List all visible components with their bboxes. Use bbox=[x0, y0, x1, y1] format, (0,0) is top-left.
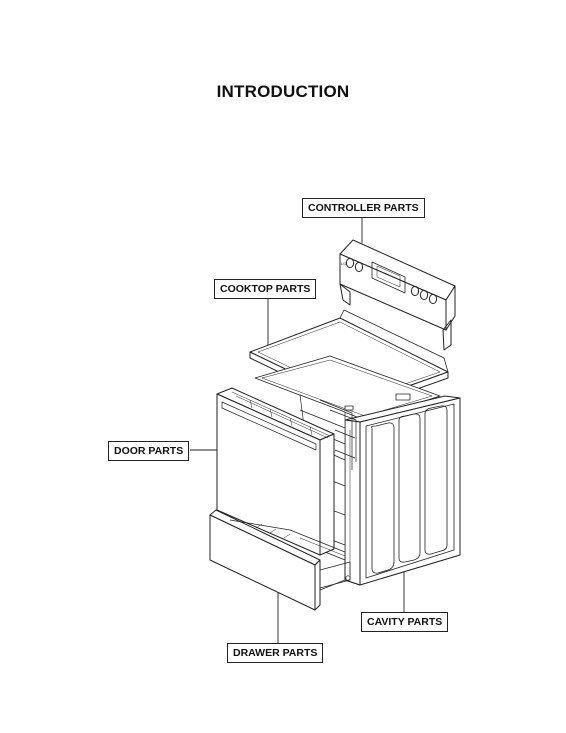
label-controller-parts: CONTROLLER PARTS bbox=[302, 198, 425, 218]
page-title: INTRODUCTION bbox=[216, 82, 350, 101]
svg-text:LG: LG bbox=[341, 261, 346, 266]
cavity-body bbox=[344, 395, 461, 586]
top-frame bbox=[254, 355, 441, 421]
oven-door bbox=[216, 387, 335, 556]
storage-drawer bbox=[209, 509, 351, 611]
label-cavity-parts: CAVITY PARTS bbox=[361, 612, 449, 632]
control-panel: LG bbox=[339, 239, 456, 351]
label-door-parts: DOOR PARTS bbox=[108, 441, 190, 461]
label-cooktop-parts: COOKTOP PARTS bbox=[214, 279, 317, 299]
label-drawer-parts: DRAWER PARTS bbox=[227, 643, 324, 663]
